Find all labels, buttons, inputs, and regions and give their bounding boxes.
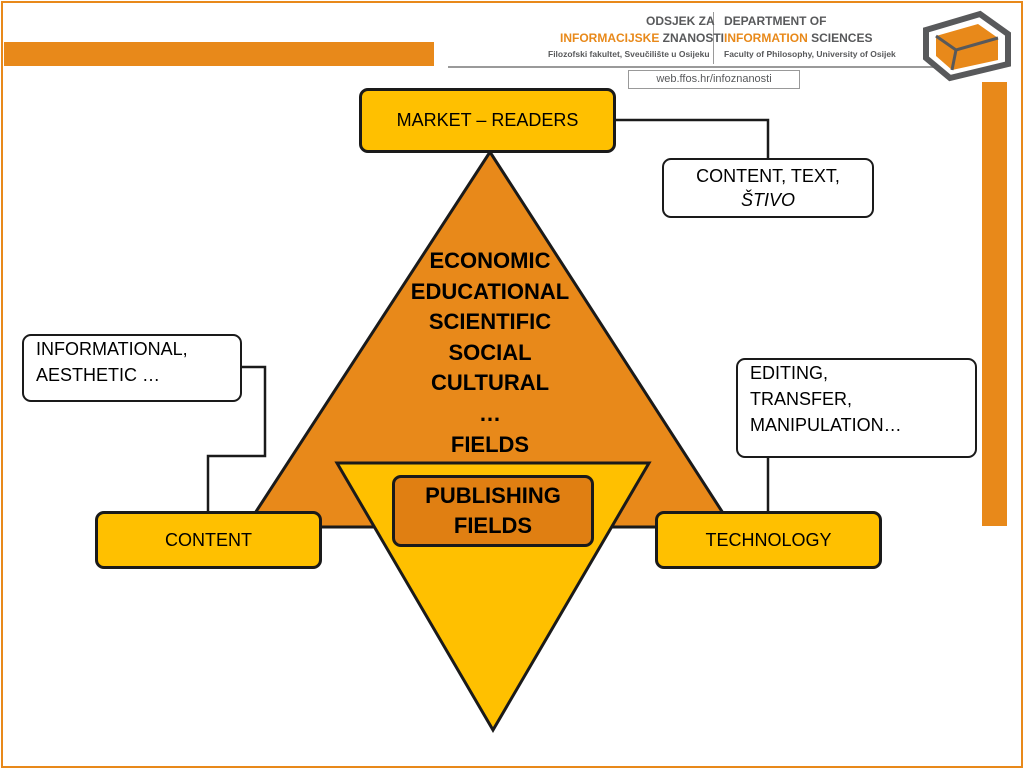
department-url: web.ffos.hr/infoznanosti bbox=[628, 70, 800, 89]
editing-box: EDITING, TRANSFER, MANIPULATION… bbox=[736, 358, 977, 458]
dept-en-line1: DEPARTMENT OF bbox=[724, 14, 827, 28]
dept-hr-line2: INFORMACIJSKE ZNANOSTI bbox=[560, 31, 725, 45]
content-box: CONTENT bbox=[95, 511, 322, 569]
field-social: SOCIAL bbox=[448, 339, 532, 365]
header-bar-left bbox=[4, 42, 434, 66]
field-fields: FIELDS bbox=[450, 431, 530, 457]
content-text-line1: CONTENT, TEXT, bbox=[696, 166, 840, 186]
connector-market-content-text bbox=[614, 118, 770, 160]
publishing-line1: PUBLISHING bbox=[425, 483, 561, 508]
informational-box: INFORMATIONAL, AESTHETIC … bbox=[22, 334, 242, 402]
dept-en-line2: INFORMATION SCIENCES bbox=[724, 31, 873, 45]
connector-informational-content bbox=[206, 365, 267, 514]
department-logo bbox=[923, 10, 1011, 82]
publishing-fields-box: PUBLISHING FIELDS bbox=[392, 475, 594, 547]
publishing-line2: FIELDS bbox=[453, 513, 533, 538]
fields-list: ECONOMIC EDUCATIONAL SCIENTIFIC SOCIAL C… bbox=[370, 246, 610, 460]
editing-line3: MANIPULATION… bbox=[750, 415, 902, 435]
technology-box: TECHNOLOGY bbox=[655, 511, 882, 569]
field-economic: ECONOMIC bbox=[429, 248, 551, 273]
market-readers-box: MARKET – READERS bbox=[359, 88, 616, 153]
header-divider bbox=[713, 12, 714, 64]
field-educational: EDUCATIONAL bbox=[410, 278, 570, 304]
field-cultural: CULTURAL bbox=[430, 370, 550, 396]
editing-line1: EDITING, bbox=[750, 363, 829, 383]
informational-line2: AESTHETIC … bbox=[36, 365, 161, 385]
header-rule bbox=[448, 66, 988, 68]
dept-hr-line3: Filozofski fakultet, Sveučilište u Osije… bbox=[548, 49, 710, 59]
side-bar-right bbox=[982, 82, 1007, 526]
editing-line2: TRANSFER, bbox=[750, 389, 853, 409]
field-ellipsis: … bbox=[479, 400, 501, 426]
dept-hr-line1: ODSJEK ZA bbox=[646, 14, 715, 28]
content-text-box: CONTENT, TEXT, ŠTIVO bbox=[662, 158, 874, 218]
dept-en-line3: Faculty of Philosophy, University of Osi… bbox=[724, 49, 896, 59]
field-scientific: SCIENTIFIC bbox=[428, 309, 552, 335]
content-text-line2: ŠTIVO bbox=[740, 190, 795, 210]
informational-line1: INFORMATIONAL, bbox=[36, 339, 188, 359]
